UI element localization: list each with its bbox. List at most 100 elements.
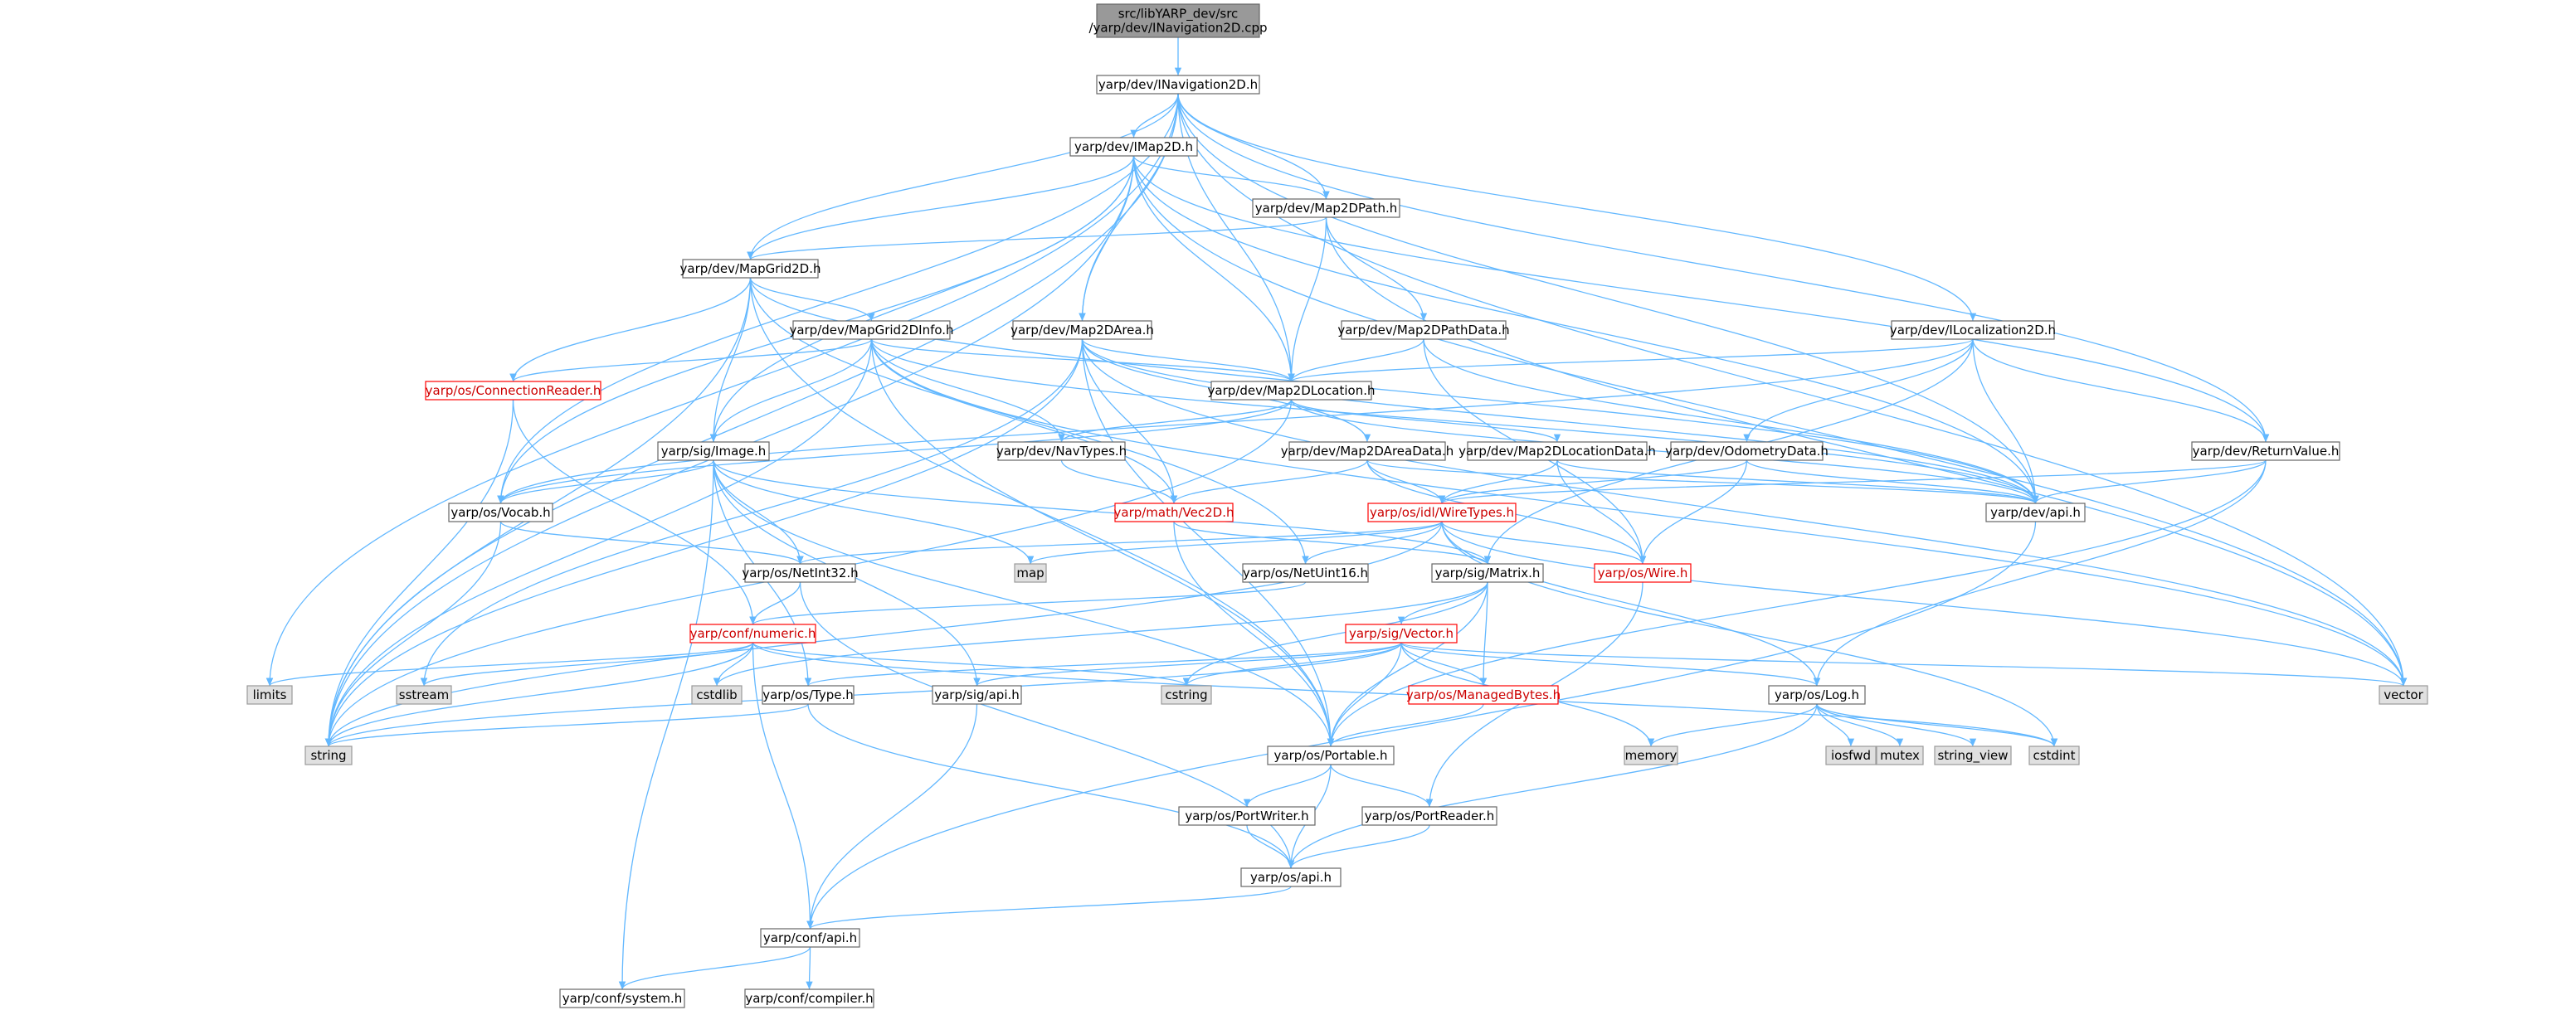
node-box-nav2d	[1096, 75, 1260, 95]
node-label-navtypes: yarp/dev/NavTypes.h	[996, 444, 1127, 459]
node-portable[interactable]: yarp/os/Portable.h	[1267, 745, 1395, 765]
edge-oslog-to-memory	[1647, 703, 1818, 747]
node-map2dpathdata[interactable]: yarp/dev/Map2DPathData.h	[1337, 320, 1510, 340]
node-ilocalization2d[interactable]: yarp/dev/ILocalization2D.h	[1890, 320, 2056, 340]
node-box-iosfwd	[1825, 745, 1877, 765]
node-box-map2dpathdata	[1341, 320, 1507, 340]
node-managedbytes[interactable]: yarp/os/ManagedBytes.h	[1406, 685, 1561, 705]
node-box-map2dareadata	[1288, 441, 1446, 461]
node-label-memory: memory	[1625, 748, 1678, 763]
node-netint32[interactable]: yarp/os/NetInt32.h	[742, 563, 859, 583]
edge-devapi-to-confapi	[806, 521, 2037, 930]
edge-mapgrid2dinfo-to-navtypes	[870, 338, 1065, 443]
edge-imap2d-to-sigimage	[709, 155, 1135, 443]
node-portwriter[interactable]: yarp/os/PortWriter.h	[1178, 806, 1316, 826]
edge-navtypes-to-vec2d	[1060, 459, 1178, 504]
edge-returnvalue-to-wiretypes	[1439, 459, 2267, 504]
node-cstdlib[interactable]: cstdlib	[691, 685, 743, 705]
node-cstring[interactable]: cstring	[1161, 685, 1212, 705]
node-wire[interactable]: yarp/os/Wire.h	[1594, 563, 1692, 583]
node-vec2d[interactable]: yarp/math/Vec2D.h	[1114, 503, 1234, 522]
node-label-cstdint: cstdint	[2033, 748, 2075, 763]
node-box-map2dlocation	[1210, 381, 1372, 401]
node-cstdint[interactable]: cstdint	[2028, 745, 2080, 765]
node-numeric[interactable]: yarp/conf/numeric.h	[689, 624, 816, 643]
node-osapi[interactable]: yarp/os/api.h	[1240, 867, 1342, 887]
edge-imap2d-to-map2dlocation	[1132, 155, 1295, 382]
node-returnvalue[interactable]: yarp/dev/ReturnValue.h	[2191, 441, 2340, 461]
node-string_view[interactable]: string_view	[1934, 745, 2012, 765]
edge-mapgrid2dinfo-to-vec2d	[870, 338, 1178, 504]
node-sigvector[interactable]: yarp/sig/Vector.h	[1345, 624, 1458, 643]
edge-vec2d-to-portable	[1173, 521, 1335, 747]
node-wiretypes[interactable]: yarp/os/idl/WireTypes.h	[1367, 503, 1517, 522]
node-map2dlocation[interactable]: yarp/dev/Map2DLocation.h	[1208, 381, 1376, 401]
edge-sigvector-to-oslog	[1400, 642, 1820, 687]
node-sigimage[interactable]: yarp/sig/Image.h	[657, 441, 770, 461]
edge-imap2d-to-devapi	[1132, 155, 2039, 504]
node-box-root	[1096, 3, 1260, 38]
edge-nav2d-to-devapi	[1177, 93, 2039, 504]
node-label-sigmatrix: yarp/sig/Matrix.h	[1435, 566, 1541, 580]
node-iosfwd[interactable]: iosfwd	[1825, 745, 1877, 765]
edge-map2darea-to-devapi	[1081, 338, 2039, 504]
node-label-map2dareadata: yarp/dev/Map2DAreaData.h	[1281, 444, 1454, 459]
node-box-portwriter	[1178, 806, 1316, 826]
node-box-portreader	[1361, 806, 1497, 826]
node-mutex[interactable]: mutex	[1876, 745, 1924, 765]
node-box-sigvector	[1345, 624, 1458, 643]
node-confcompiler[interactable]: yarp/conf/compiler.h	[744, 988, 874, 1008]
edge-mapgrid2dinfo-to-sigimage	[709, 338, 873, 443]
node-mapgrid2dinfo[interactable]: yarp/dev/MapGrid2DInfo.h	[789, 320, 954, 340]
node-box-confsystem	[559, 988, 685, 1008]
node-vocab[interactable]: yarp/os/Vocab.h	[448, 503, 553, 522]
edge-oslog-to-cstdint	[1816, 703, 2058, 747]
node-oslog[interactable]: yarp/os/Log.h	[1768, 685, 1866, 705]
edge-map2dlocation-to-navtypes	[1058, 399, 1293, 443]
node-memory[interactable]: memory	[1624, 745, 1678, 765]
nodes-layer: src/libYARP_dev/src/yarp/dev/INavigation…	[246, 3, 2428, 1008]
edge-confapi-to-confsystem	[618, 946, 811, 990]
node-confsystem[interactable]: yarp/conf/system.h	[559, 988, 685, 1008]
edge-managedbytes-to-portable	[1327, 703, 1484, 747]
node-label-vec2d: yarp/math/Vec2D.h	[1114, 505, 1234, 520]
node-vector[interactable]: vector	[2379, 685, 2428, 705]
node-label-sigimage: yarp/sig/Image.h	[661, 444, 767, 459]
node-label-sigapi: yarp/sig/api.h	[934, 687, 1020, 702]
edge-mapgrid2dinfo-to-vector	[870, 338, 2408, 687]
edge-map2darea-to-portable	[1081, 338, 1335, 747]
node-box-vector	[2379, 685, 2428, 705]
node-connreader[interactable]: yarp/os/ConnectionReader.h	[425, 381, 601, 401]
node-portreader[interactable]: yarp/os/PortReader.h	[1361, 806, 1497, 826]
node-sigapi[interactable]: yarp/sig/api.h	[932, 685, 1022, 705]
node-sigmatrix[interactable]: yarp/sig/Matrix.h	[1431, 563, 1544, 583]
node-box-memory	[1624, 745, 1678, 765]
node-netuint16[interactable]: yarp/os/NetUint16.h	[1242, 563, 1369, 583]
node-box-numeric	[689, 624, 816, 643]
node-box-imap2d	[1069, 137, 1198, 157]
node-sstream[interactable]: sstream	[396, 685, 452, 705]
node-string[interactable]: string	[304, 745, 353, 765]
node-box-sigimage	[657, 441, 770, 461]
node-map2darea[interactable]: yarp/dev/Map2DArea.h	[1010, 320, 1154, 340]
node-map2dareadata[interactable]: yarp/dev/Map2DAreaData.h	[1281, 441, 1454, 461]
node-mapgrid2d[interactable]: yarp/dev/MapGrid2D.h	[680, 259, 821, 279]
node-odometrydata[interactable]: yarp/dev/OdometryData.h	[1665, 441, 1829, 461]
node-devapi[interactable]: yarp/dev/api.h	[1985, 503, 2086, 522]
node-ostype[interactable]: yarp/os/Type.h	[762, 685, 855, 705]
edge-oslog-to-osapi	[1287, 703, 1818, 869]
node-map[interactable]: map	[1014, 563, 1047, 583]
edge-mapgrid2d-to-connreader	[509, 277, 752, 382]
edge-portable-to-portreader	[1330, 764, 1434, 808]
node-label-map2dpathdata: yarp/dev/Map2DPathData.h	[1337, 323, 1509, 338]
node-navtypes[interactable]: yarp/dev/NavTypes.h	[996, 441, 1127, 461]
node-limits[interactable]: limits	[246, 685, 293, 705]
node-confapi[interactable]: yarp/conf/api.h	[760, 928, 860, 948]
edge-nav2d-to-ilocalization2d	[1177, 93, 1977, 322]
node-imap2d[interactable]: yarp/dev/IMap2D.h	[1069, 137, 1198, 157]
node-root[interactable]: src/libYARP_dev/src/yarp/dev/INavigation…	[1088, 3, 1268, 38]
node-map2dlocationdata[interactable]: yarp/dev/Map2DLocationData.h	[1458, 441, 1656, 461]
node-nav2d[interactable]: yarp/dev/INavigation2D.h	[1096, 75, 1260, 95]
node-map2dpath[interactable]: yarp/dev/Map2DPath.h	[1252, 198, 1400, 218]
edge-vec2d-to-sigmatrix	[1173, 521, 1492, 565]
